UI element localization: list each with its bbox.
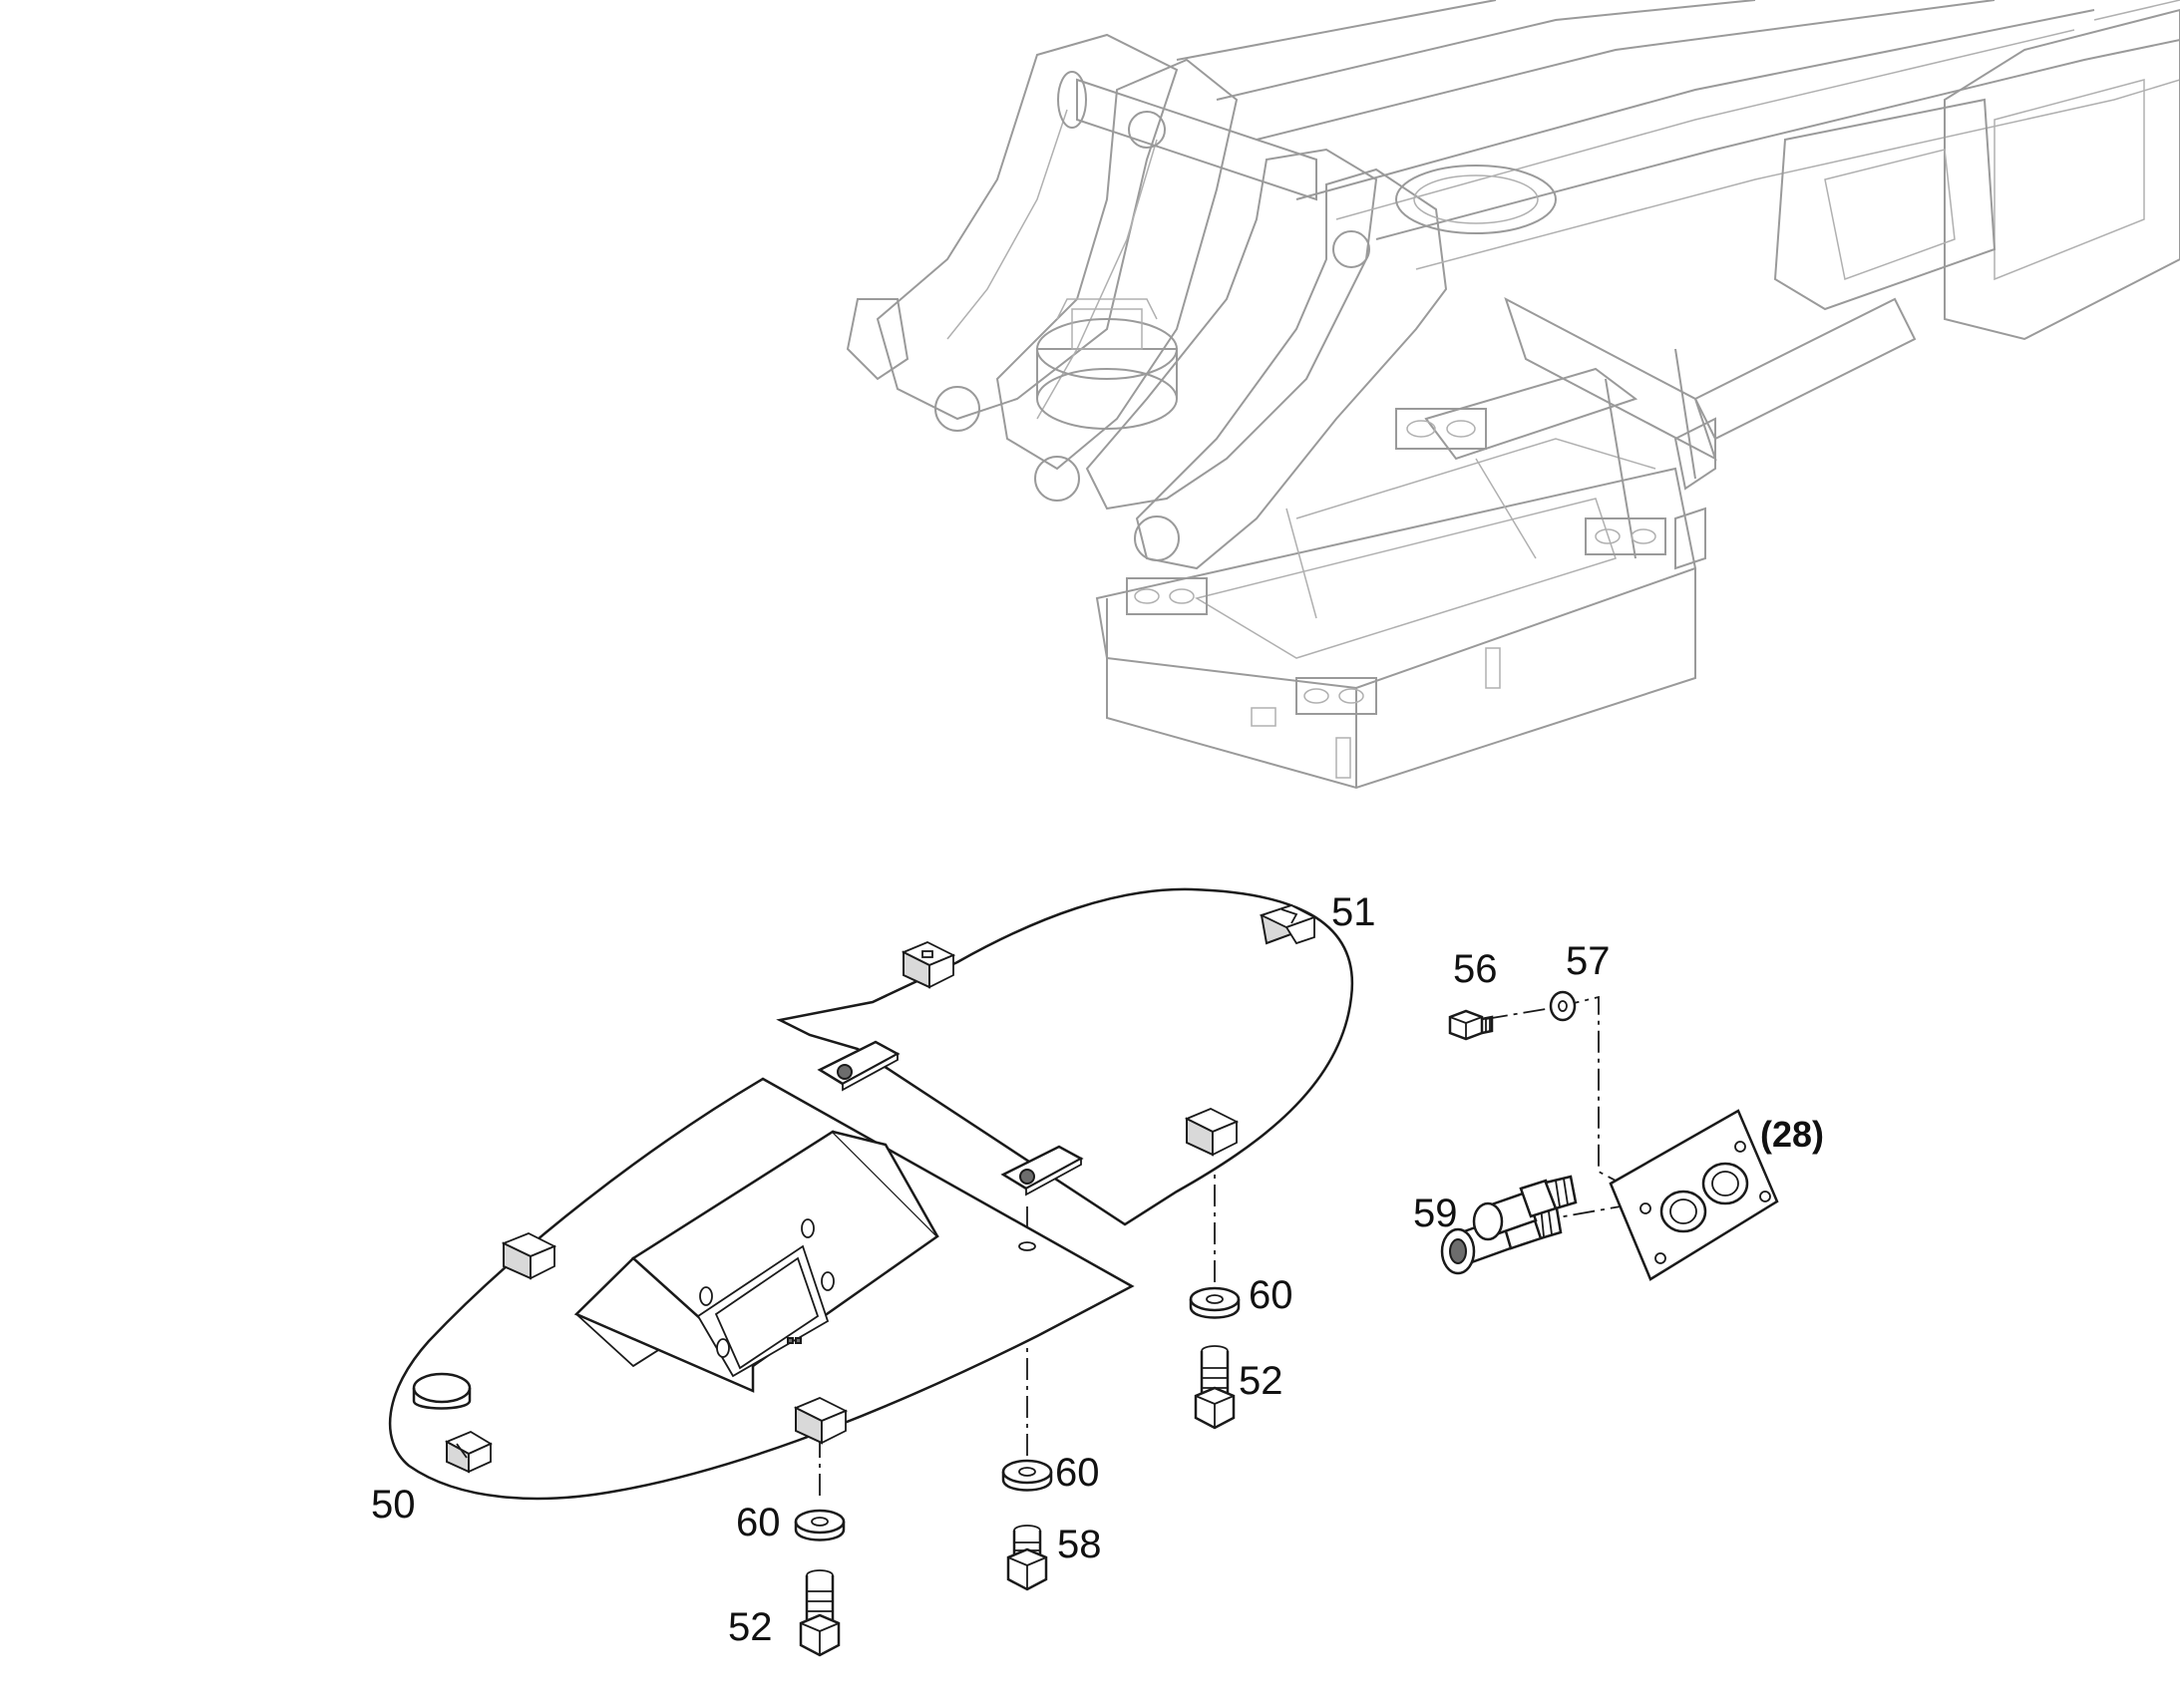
washer [1189,1286,1241,1319]
callout-50: 50 [371,1483,416,1527]
callout-60: 60 [736,1501,781,1544]
machine-frame-context [846,0,2180,790]
callout-57: 57 [1566,939,1611,983]
callout-60: 60 [1055,1451,1100,1495]
callout-60: 60 [1249,1273,1293,1317]
callout-51: 51 [1331,890,1376,934]
callout-labels: 50 51 52 52 56 57 58 59 60 60 60 (28) [371,890,1824,1649]
hinge-tab [817,1040,901,1092]
callout-28: (28) [1760,1114,1824,1155]
washer-57 [1549,990,1577,1022]
bolt [1194,1345,1236,1430]
washer [794,1509,846,1541]
bolt [1006,1525,1048,1591]
callout-58: 58 [1057,1523,1102,1566]
callout-56: 56 [1453,947,1498,991]
callout-52: 52 [728,1605,773,1649]
callout-59: 59 [1413,1192,1458,1235]
callout-52: 52 [1239,1359,1283,1403]
rubber-pad [501,1232,557,1280]
round-grommet [412,1372,472,1410]
rubber-pad [1184,1108,1240,1157]
rubber-pad [793,1397,849,1445]
screw-56 [1448,1009,1494,1041]
rubber-pad [444,1430,493,1474]
rubber-pad [1259,903,1317,945]
bolt [799,1569,841,1657]
washer [1001,1459,1053,1492]
cover-plate-51 [776,887,1354,1226]
cover-plate-50 [388,1077,1135,1501]
connector-59 [1472,1175,1578,1241]
hinge-tab [1000,1145,1084,1196]
panel-plate-28 [1609,1109,1779,1281]
rubber-pad [901,941,956,989]
display-housing [573,1130,939,1393]
travel-motor [1036,298,1178,430]
